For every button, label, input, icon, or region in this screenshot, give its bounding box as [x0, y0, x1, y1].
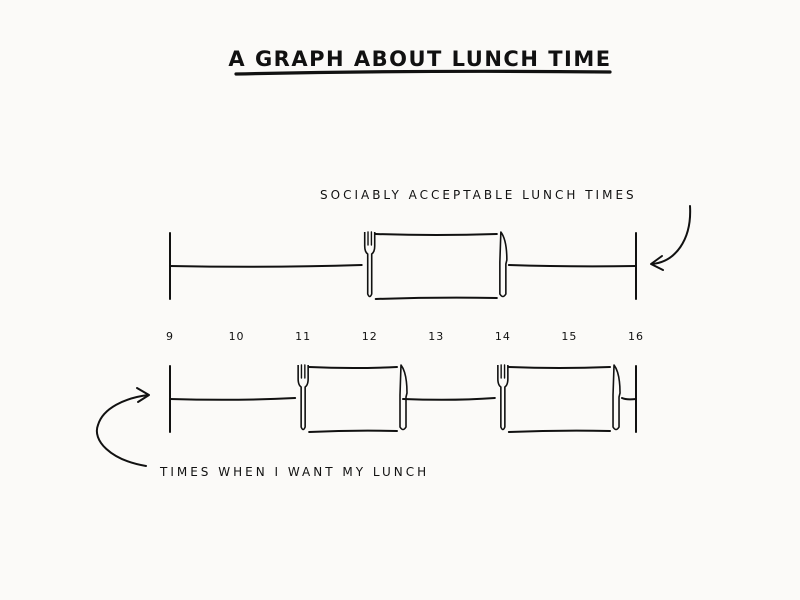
hour-label-10: 10	[229, 330, 245, 343]
timeline-line	[621, 397, 637, 401]
hour-label-14: 14	[495, 330, 511, 343]
graph-title: A GRAPH ABOUT LUNCH TIME	[228, 47, 611, 71]
timeline-line	[169, 397, 297, 401]
lunch-window-top	[374, 233, 498, 236]
lunch-window-top	[308, 366, 398, 369]
arrow-head-icon	[650, 255, 664, 271]
lunch-window-bottom	[308, 429, 398, 433]
lunch-window-bottom	[507, 429, 612, 433]
knife-icon	[612, 364, 621, 431]
timeline-line	[507, 264, 637, 268]
wanted-timeline	[169, 364, 637, 433]
fork-icon	[297, 364, 309, 431]
fork-icon	[497, 364, 509, 431]
curved-arrow-icon	[95, 394, 149, 467]
knife-icon	[499, 231, 508, 298]
lunch-window-bottom	[374, 296, 498, 300]
hour-label-16: 16	[628, 330, 644, 343]
curved-arrow-icon	[651, 205, 692, 265]
hour-axis: 9 10 11 12 13 14 15 16	[166, 330, 644, 343]
fork-icon	[363, 231, 376, 298]
knife-icon	[399, 364, 408, 431]
acceptable-times-label: SOCIABLY ACCEPTABLE LUNCH TIMES	[320, 188, 637, 202]
hour-label-11: 11	[295, 330, 311, 343]
acceptable-timeline	[169, 231, 637, 300]
hour-label-13: 13	[428, 330, 444, 343]
title-underline	[234, 69, 612, 76]
timeline-line	[402, 397, 496, 401]
timeline-line	[169, 264, 363, 268]
wanted-times-label: TIMES WHEN I WANT MY LUNCH	[159, 465, 429, 479]
arrow-head-icon	[136, 387, 150, 403]
hour-label-9: 9	[166, 330, 174, 343]
lunch-window-top	[507, 366, 612, 369]
hour-label-15: 15	[561, 330, 577, 343]
hour-label-12: 12	[362, 330, 378, 343]
